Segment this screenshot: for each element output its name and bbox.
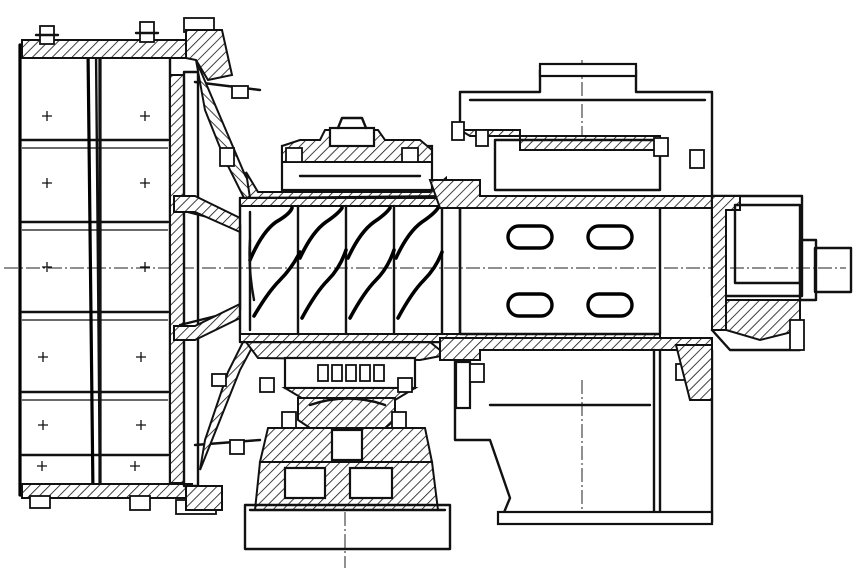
drum-top-bolts	[34, 17, 215, 45]
outlet-casing	[428, 62, 714, 526]
grid-plus-marks	[37, 111, 150, 471]
support-pedestal	[243, 397, 452, 551]
bearing-rollers	[317, 364, 385, 382]
screw-shaft-with-blades	[238, 196, 661, 344]
lower-bearing-housing	[244, 341, 449, 401]
drive-shaft	[674, 194, 853, 401]
conical-feed-hood	[173, 59, 257, 471]
upper-bearing-housing	[245, 116, 447, 200]
drum-grid-screen	[18, 39, 193, 499]
drum-slot	[506, 224, 554, 250]
end-flange	[169, 29, 262, 511]
drum-slot	[586, 224, 634, 250]
perforated-drum	[458, 204, 662, 336]
drum-slot	[506, 292, 554, 318]
drum-slot	[586, 292, 634, 318]
